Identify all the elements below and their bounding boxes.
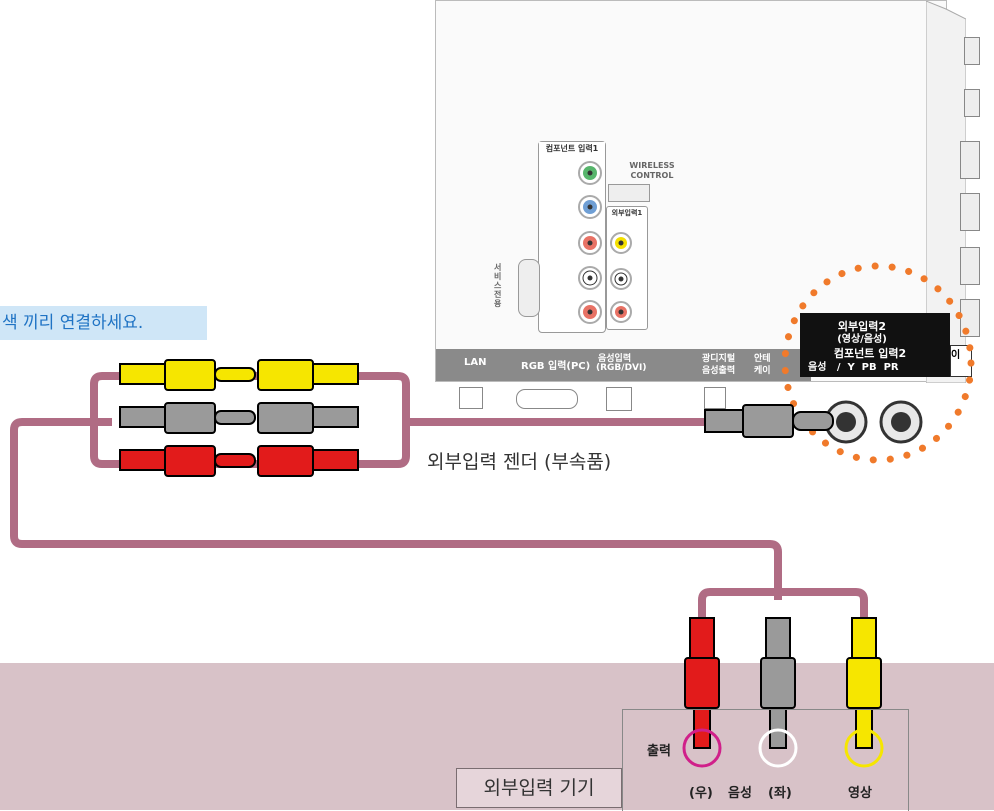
gray-gender-connector [119, 402, 359, 434]
component-input1-label: 컴포넌트 입력1 [539, 142, 605, 156]
antenna-sub: 케이 [754, 366, 771, 376]
component1-jacks [578, 161, 602, 324]
component-input2-label: 컴포넌트 입력2 [833, 347, 907, 360]
wireless-control-label: WIRELESS CONTROL [629, 161, 675, 180]
external-input2-label: 외부입력2 [837, 320, 887, 333]
audio-label: 음성 [728, 786, 752, 801]
optical-port [704, 387, 726, 409]
lan-port [459, 387, 483, 409]
audio-input-port [606, 387, 632, 411]
tv-audio-jacks [824, 400, 923, 444]
video-label: 영상 [848, 786, 872, 801]
right-label: (우) [689, 786, 713, 801]
external-input1-jacks [610, 232, 632, 323]
external-device-box [622, 709, 909, 811]
component-input2-sub: 음성 / Y PB PR [808, 362, 899, 373]
highlight-dotted-ellipse [781, 262, 975, 464]
connector-label-bar: LAN RGB 입력(PC) 음성입력 (RGB/DVI) 광디지털 음성출력 … [436, 349, 811, 381]
antenna-label: 안테 [754, 354, 771, 364]
tv-side-gray-plug [704, 404, 834, 438]
external-input2-sub: (영상/음성) [837, 334, 887, 345]
external-input2-panel [800, 313, 950, 377]
gray-device-plug [760, 617, 796, 749]
lan-label: LAN [464, 357, 487, 368]
gender-accessory-label: 외부입력 젠더 (부속품) [427, 451, 612, 473]
yellow-gender-connector [119, 359, 359, 391]
left-label: (좌) [768, 786, 792, 801]
external-input1-label: 외부입력1 [611, 209, 643, 217]
hdmi4-port [960, 141, 980, 179]
audio-input-sub: (RGB/DVI) [596, 363, 647, 373]
optical-sub: 음성출력 [702, 366, 736, 376]
rgb-input-label: RGB 입력(PC) [521, 361, 591, 372]
white-output-jack [758, 728, 798, 768]
yellow-output-jack [844, 728, 884, 768]
yellow-device-plug [846, 617, 882, 749]
service-only-label: 서비스 전용 [494, 263, 502, 308]
tv-back-panel: 컴포넌트 입력1 WIRELESS CONTROL 외부입력1 서비스 전용 L… [435, 0, 980, 411]
red-output-jack [682, 728, 722, 768]
external-device-label: 외부입력 기기 [456, 768, 622, 808]
output-label: 출력 [647, 744, 671, 759]
hdmi2-port [960, 247, 980, 285]
red-gender-connector [119, 445, 359, 477]
usb1-port [964, 89, 980, 117]
hdmi3-port [960, 193, 980, 231]
audio-input-label: 음성입력 [598, 354, 632, 364]
wireless-control-port [608, 184, 650, 202]
service-port [518, 259, 540, 317]
optical-label: 광디지털 [702, 354, 736, 364]
usb2-port [964, 37, 980, 65]
rgb-port [516, 389, 578, 409]
color-match-tip: 색 끼리 연결하세요. [0, 306, 207, 340]
red-device-plug [684, 617, 720, 749]
